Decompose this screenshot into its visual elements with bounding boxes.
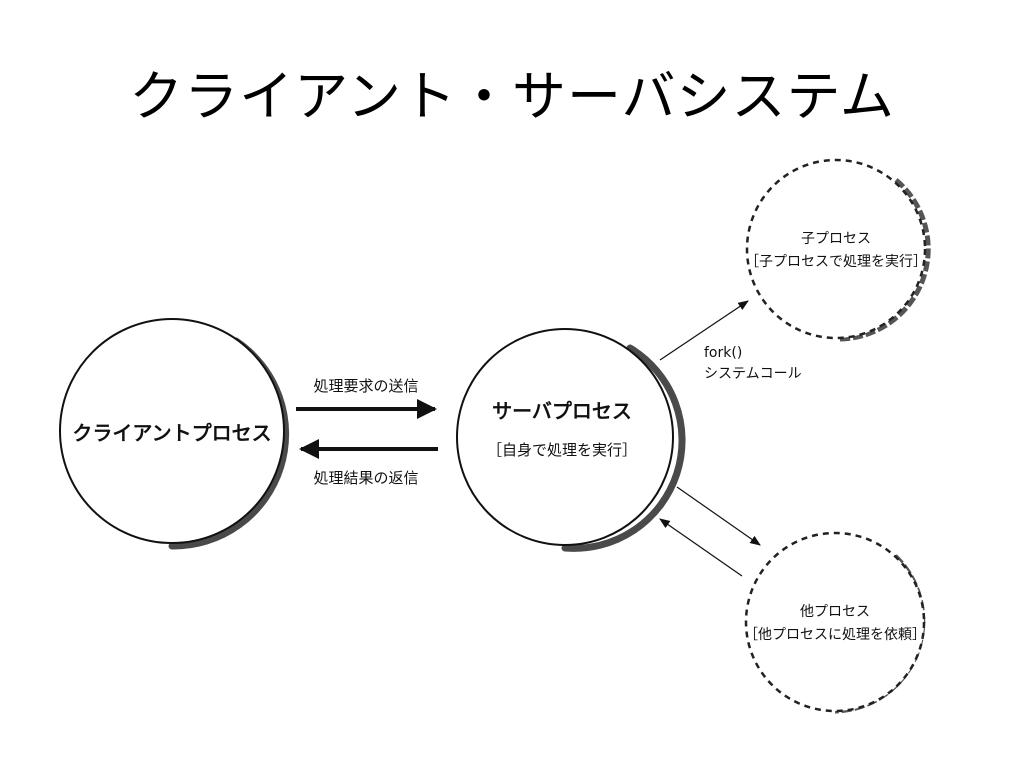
delegate-arrow-out (676, 486, 761, 546)
response-edge: 処理結果の返信 (299, 439, 438, 487)
server-node-shadow (561, 344, 686, 552)
delegate-edge (659, 486, 761, 577)
fork-edge-label-line1: fork() (704, 345, 742, 361)
other-process-node: 他プロセス ［他プロセスに処理を依頼］ (744, 531, 926, 714)
server-process-node: サーバプロセス ［自身で処理を実行］ (456, 328, 686, 552)
child-process-node: 子プロセス ［子プロセスで処理を実行］ (745, 158, 931, 342)
server-node-label: サーバプロセス (492, 399, 632, 423)
delegate-arrow-back (659, 518, 743, 577)
fork-edge-label-line2: システムコール (704, 366, 802, 382)
child-node-label: 子プロセス (801, 231, 871, 247)
fork-arrow (659, 300, 749, 361)
fork-edge: fork() システムコール (659, 300, 802, 382)
server-node-sublabel: ［自身で処理を実行］ (487, 441, 637, 459)
client-node-label: クライアントプロセス (72, 421, 271, 445)
server-node-circle (456, 328, 674, 546)
child-node-circle (745, 158, 927, 340)
request-edge: 処理要求の送信 (296, 377, 437, 419)
child-node-shadow (837, 178, 931, 342)
client-node-circle (59, 318, 285, 544)
request-edge-label: 処理要求の送信 (313, 377, 418, 395)
child-node-sublabel: ［子プロセスで処理を実行］ (745, 254, 927, 270)
other-node-label: 他プロセス (800, 604, 870, 620)
client-process-node: クライアントプロセス (59, 318, 290, 550)
slide-title: クライアント・サーバシステム (129, 65, 895, 128)
other-node-circle (744, 531, 926, 713)
other-node-sublabel: ［他プロセスに処理を依頼］ (744, 627, 926, 643)
response-edge-label: 処理結果の返信 (313, 469, 418, 487)
